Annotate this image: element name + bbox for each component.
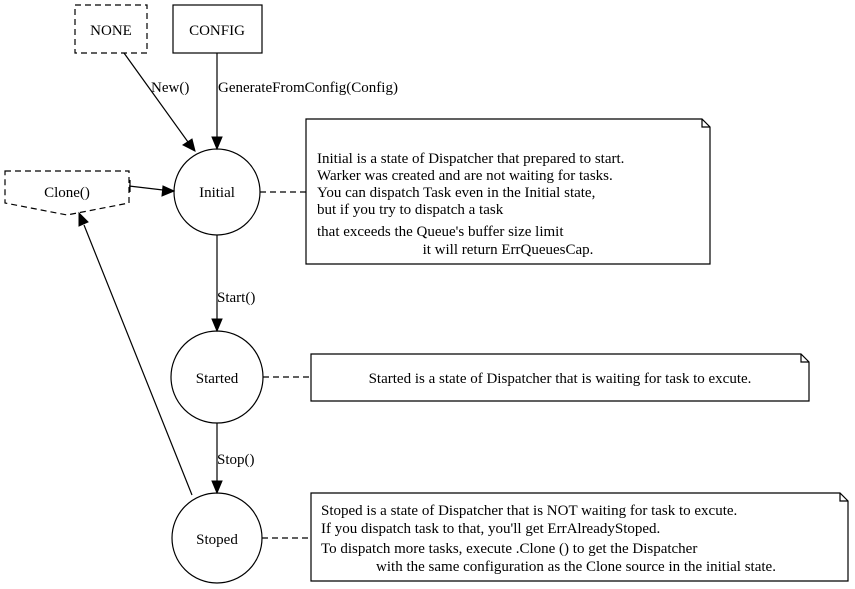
node-config-label: CONFIG — [189, 23, 245, 39]
note-started-line-1: Started is a state of Dispatcher that is… — [369, 371, 752, 387]
note-initial-line-5: that exceeds the Queue's buffer size lim… — [317, 224, 564, 240]
note-stoped-line-1: Stoped is a state of Dispatcher that is … — [321, 503, 737, 519]
node-clone-label: Clone() — [44, 185, 90, 201]
node-initial: Initial — [173, 148, 261, 236]
node-config: CONFIG — [172, 4, 263, 54]
note-initial-line-3: You can dispatch Task even in the Initia… — [317, 185, 595, 201]
node-none: NONE — [74, 4, 148, 54]
node-stoped-label: Stoped — [196, 532, 238, 548]
note-initial-line-4: but if you try to dispatch a task — [317, 202, 504, 218]
edge-new-label: New() — [151, 80, 189, 96]
node-started-label: Started — [196, 371, 239, 387]
node-initial-label: Initial — [199, 185, 235, 201]
note-initial-line-2: Warker was created and are not waiting f… — [317, 168, 613, 184]
node-started: Started — [170, 330, 264, 424]
note-initial-line-6: it will return ErrQueuesCap. — [423, 242, 594, 258]
note-initial: Initial is a state of Dispatcher that pr… — [260, 118, 711, 265]
edge-stop-label: Stop() — [217, 452, 255, 468]
note-stoped-line-3: To dispatch more tasks, execute .Clone (… — [321, 541, 697, 557]
edge-start: Start() — [211, 235, 255, 333]
note-started: Started is a state of Dispatcher that is… — [263, 353, 810, 402]
edge-clone-initial — [128, 180, 176, 197]
edge-stoped-clone — [78, 211, 193, 496]
node-stoped: Stoped — [171, 492, 263, 584]
edge-new: New() — [123, 52, 196, 152]
edge-generate-label: GenerateFromConfig(Config) — [218, 80, 398, 96]
note-stoped: Stoped is a state of Dispatcher that is … — [262, 492, 849, 582]
node-clone: Clone() — [4, 170, 130, 216]
note-stoped-line-2: If you dispatch task to that, you'll get… — [321, 521, 660, 537]
edge-start-label: Start() — [217, 290, 255, 306]
edge-stop: Stop() — [211, 423, 255, 495]
note-initial-line-1: Initial is a state of Dispatcher that pr… — [317, 151, 624, 167]
note-stoped-line-4: with the same configuration as the Clone… — [376, 559, 776, 575]
node-none-label: NONE — [90, 23, 132, 39]
edge-generate: GenerateFromConfig(Config) — [211, 53, 398, 151]
